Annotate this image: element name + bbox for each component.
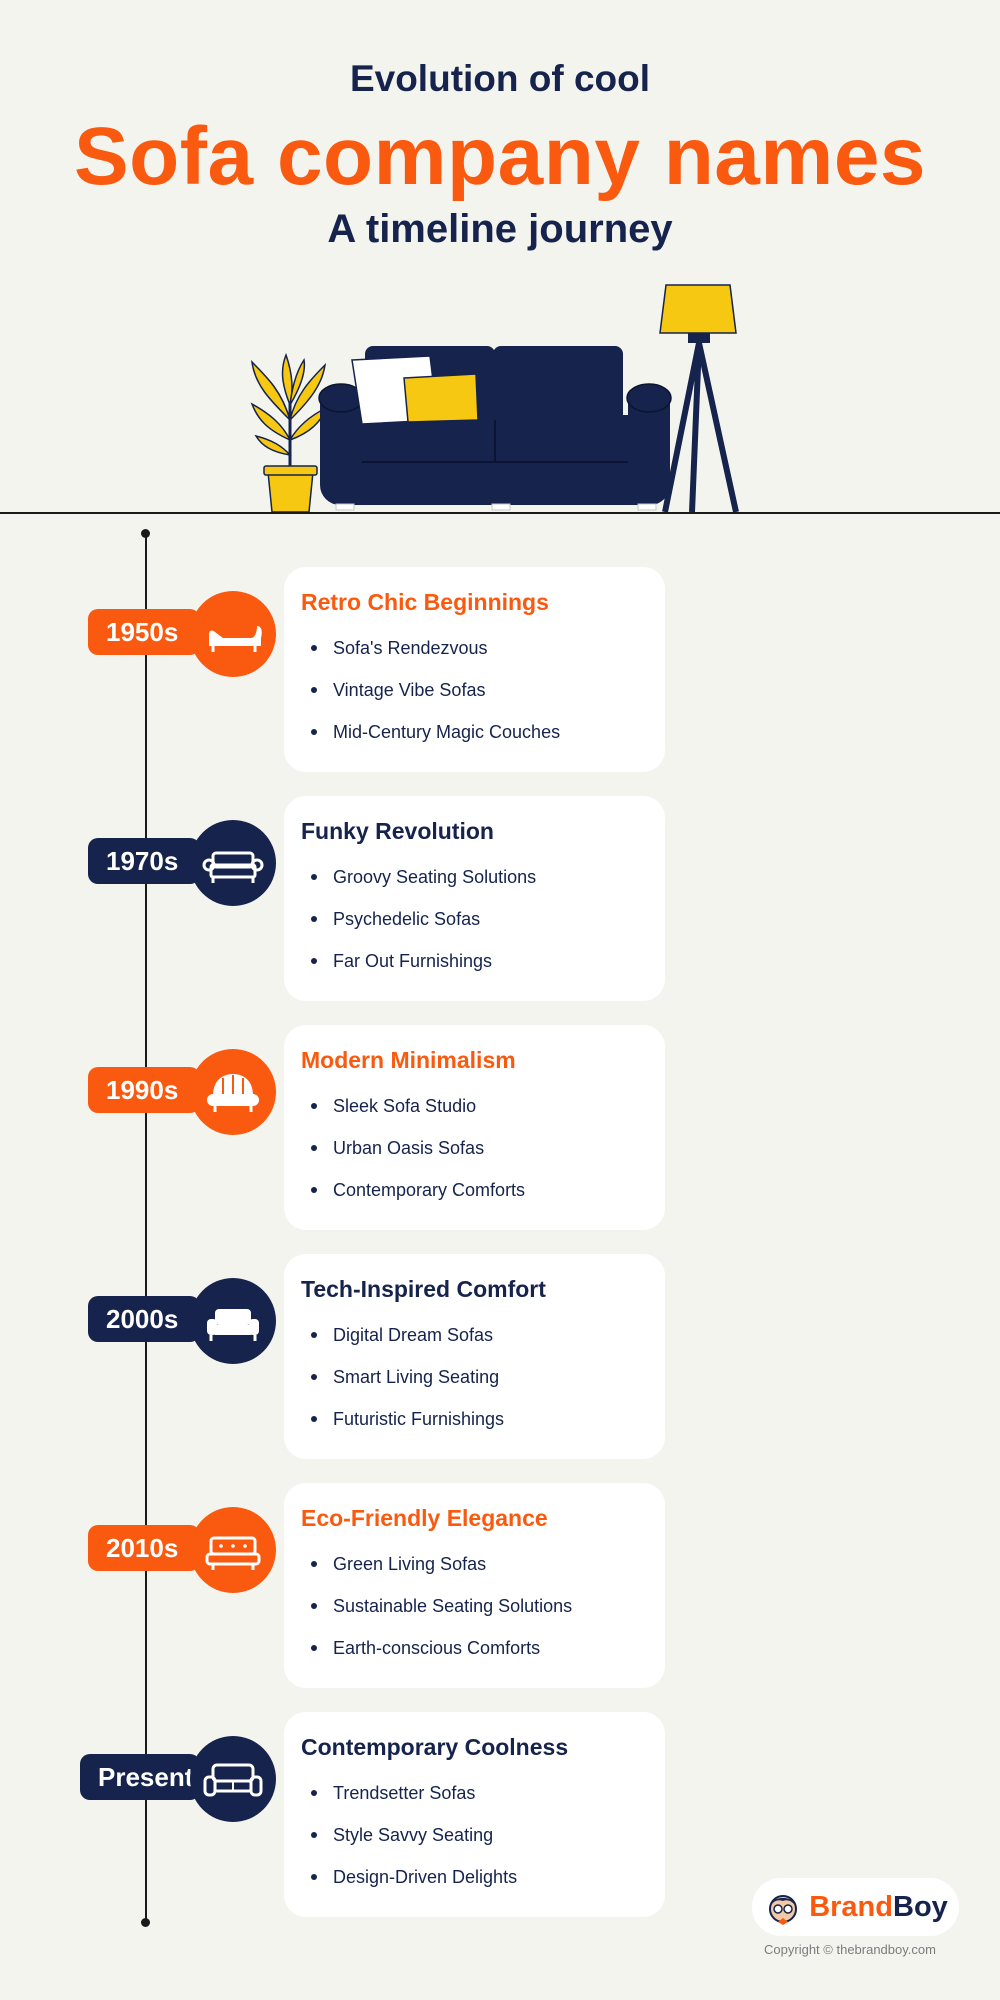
- era-badge: 1970s: [88, 838, 200, 884]
- timeline-axis: [145, 533, 147, 1923]
- name-list-item: Earth-conscious Comforts: [301, 1633, 572, 1675]
- era-card-title: Modern Minimalism: [301, 1047, 516, 1073]
- name-list-item: Groovy Seating Solutions: [301, 862, 536, 904]
- era-badge: 1950s: [88, 609, 200, 655]
- name-list-item: Smart Living Seating: [301, 1362, 504, 1404]
- name-list-item: Sustainable Seating Solutions: [301, 1591, 572, 1633]
- page-title: Sofa company names: [73, 111, 927, 202]
- era-card-title: Tech-Inspired Comfort: [301, 1276, 546, 1302]
- shell-sofa-icon: [207, 1074, 259, 1112]
- name-list-item: Digital Dream Sofas: [301, 1320, 504, 1362]
- floor-lamp-icon: [659, 284, 739, 513]
- name-list-item: Psychedelic Sofas: [301, 904, 536, 946]
- era-card-title: Retro Chic Beginnings: [301, 589, 549, 615]
- hero-illustration: [250, 284, 739, 513]
- name-list-item: Far Out Furnishings: [301, 946, 536, 988]
- brandboy-mascot-icon: [769, 1895, 798, 1925]
- name-list-item: Sofa's Rendezvous: [301, 633, 560, 675]
- header-top-line: Evolution of cool: [349, 58, 651, 99]
- era-icon-circle: [190, 1736, 276, 1822]
- name-list-item: Urban Oasis Sofas: [301, 1133, 525, 1175]
- era-badge: 2010s: [88, 1525, 200, 1571]
- rolled-arm-sofa-icon: [202, 851, 264, 883]
- name-list-item: Mid-Century Magic Couches: [301, 717, 560, 759]
- era-icon-circle: [190, 820, 276, 906]
- era-badge: 1990s: [88, 1067, 200, 1113]
- logo-text-boy: Boy: [893, 1890, 948, 1923]
- loveseat-icon: [207, 1309, 259, 1341]
- era-icon-circle: [190, 1507, 276, 1593]
- era-card-title: Eco-Friendly Elegance: [301, 1505, 548, 1531]
- name-list-item: Trendsetter Sofas: [301, 1778, 517, 1820]
- chaise-lounge-icon: [209, 626, 262, 652]
- name-list-item: Contemporary Comforts: [301, 1175, 525, 1217]
- era-card-title: Funky Revolution: [301, 818, 494, 844]
- timeline-end-dot: [141, 1918, 150, 1927]
- copyright-text: Copyright © thebrandboy.com: [764, 1942, 936, 1957]
- era-badge: 2000s: [88, 1296, 200, 1342]
- name-list-item: Vintage Vibe Sofas: [301, 675, 560, 717]
- logo-text-brand: Brand: [809, 1890, 893, 1923]
- page-subtitle: A timeline journey: [327, 207, 673, 251]
- name-list-item: Sleek Sofa Studio: [301, 1091, 525, 1133]
- era-card-title: Contemporary Coolness: [301, 1734, 569, 1760]
- sofa-illustration: [318, 346, 672, 511]
- modern-sofa-icon: [203, 1763, 263, 1797]
- era-icon-circle: [190, 1278, 276, 1364]
- name-list-item: Green Living Sofas: [301, 1549, 572, 1591]
- tufted-sofa-icon: [205, 1536, 261, 1570]
- era-icon-circle: [190, 591, 276, 677]
- era-badge: Present: [80, 1754, 200, 1800]
- era-icon-circle: [190, 1049, 276, 1135]
- floor-line: [0, 512, 1000, 514]
- timeline-start-dot: [141, 529, 150, 538]
- name-list-item: Style Savvy Seating: [301, 1820, 517, 1862]
- name-list-item: Design-Driven Delights: [301, 1862, 517, 1904]
- name-list-item: Futuristic Furnishings: [301, 1404, 504, 1446]
- potted-plant-icon: [250, 352, 328, 513]
